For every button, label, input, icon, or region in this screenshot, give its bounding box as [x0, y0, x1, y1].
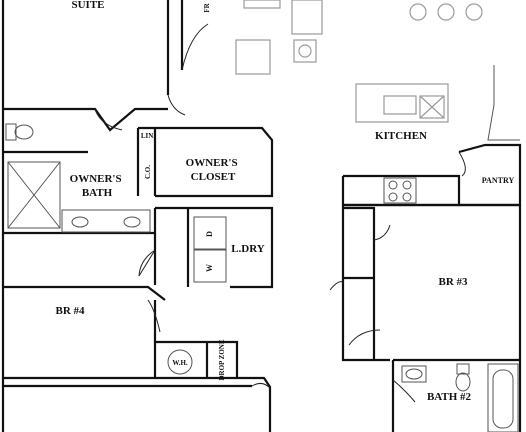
bathtub — [487, 363, 519, 432]
bar-stool — [465, 3, 483, 21]
dishwasher — [419, 95, 445, 119]
washer — [193, 249, 227, 283]
side-table — [293, 39, 317, 63]
doors — [94, 23, 466, 403]
fixtures — [5, 83, 519, 432]
room-label-br3: BR #3 — [438, 276, 468, 288]
label-fridge: FR — [203, 2, 211, 12]
dryer — [193, 216, 227, 250]
bath2-sink — [401, 365, 427, 383]
labels: SUITE OWNER'S BATH OWNER'S CLOSET LIN. C… — [55, 0, 514, 403]
vanity — [61, 209, 151, 233]
shower — [7, 161, 61, 229]
room-label-co: C.O. — [144, 165, 152, 179]
furniture — [235, 0, 483, 75]
room-label-owners-closet: OWNER'S CLOSET — [186, 157, 241, 183]
bar-stool — [409, 3, 427, 21]
label-washer: W — [205, 264, 214, 272]
room-label-kitchen: KITCHEN — [375, 130, 427, 142]
toilet-bowl — [14, 124, 34, 140]
armchair — [235, 39, 271, 75]
toilet-tank — [5, 123, 17, 141]
kitchen-sink — [383, 95, 417, 115]
bath2-toilet-tank — [456, 363, 470, 375]
bar-stool — [437, 3, 455, 21]
range — [383, 177, 417, 204]
room-label-pantry: PANTRY — [482, 176, 515, 185]
kitchen-island — [355, 83, 449, 123]
room-label-laundry: L.DRY — [231, 243, 265, 255]
room-label-suite: SUITE — [71, 0, 104, 11]
room-label-br4: BR #4 — [55, 305, 85, 317]
label-drop-zone: DROP ZONE — [218, 339, 226, 380]
label-dryer: D — [205, 231, 214, 237]
room-label-owners-bath: OWNER'S BATH — [70, 173, 125, 199]
room-label-linen: LIN. — [141, 132, 155, 140]
room-label-bath2: BATH #2 — [427, 391, 472, 403]
label-water-heater: W.H. — [172, 359, 188, 367]
water-heater — [167, 349, 193, 375]
